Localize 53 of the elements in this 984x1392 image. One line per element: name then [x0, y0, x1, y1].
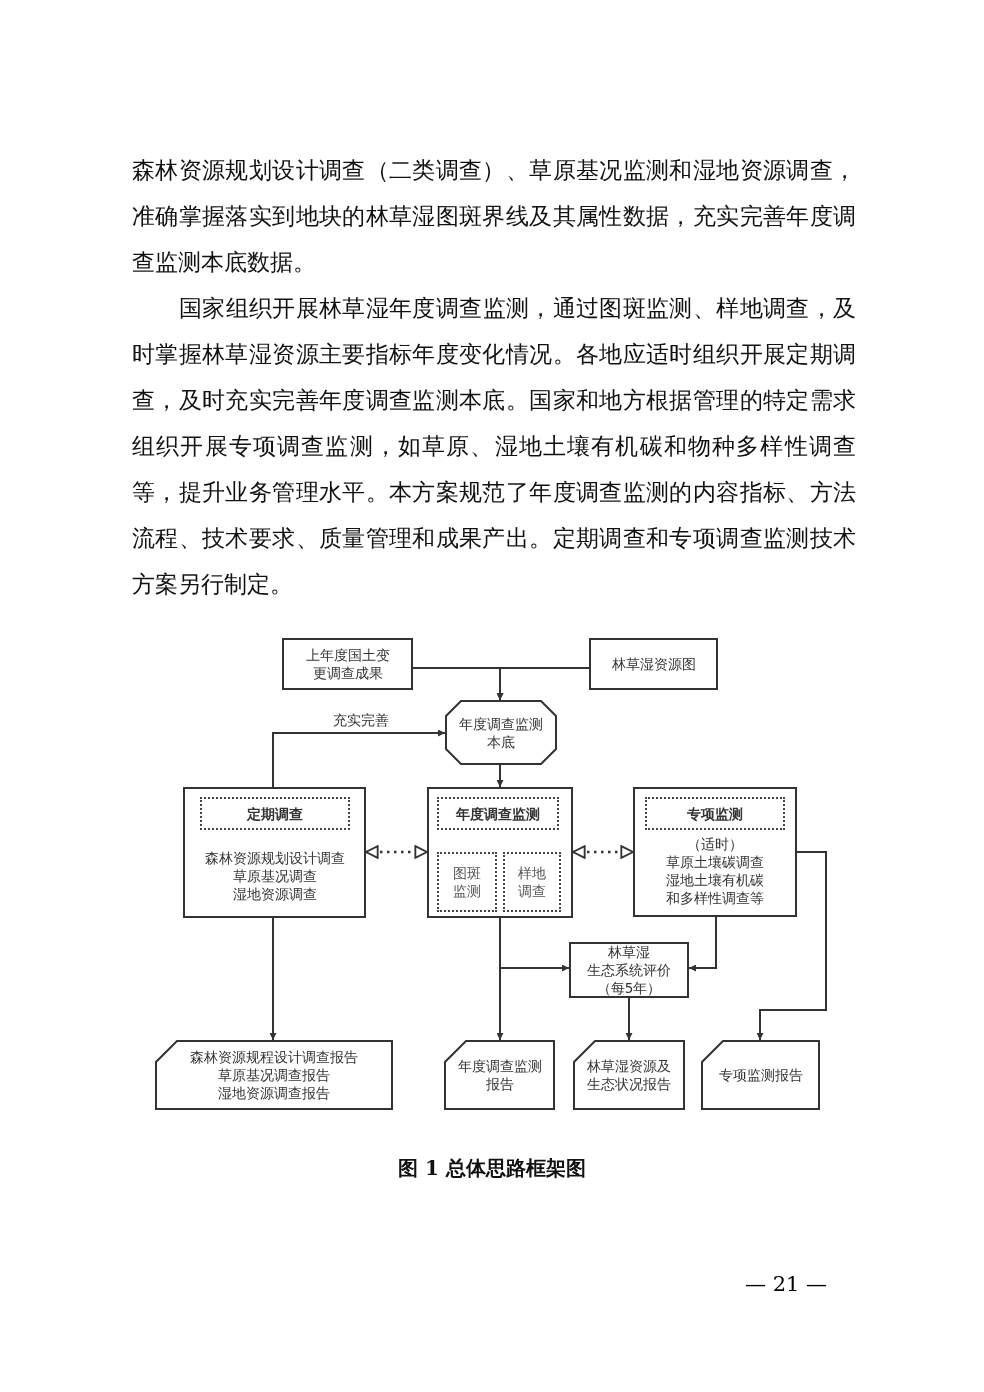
report-shape [573, 1040, 685, 1110]
node-label: （适时） [687, 835, 743, 853]
double-arrow [365, 845, 428, 859]
section-heading [437, 797, 559, 830]
report-shape [701, 1040, 820, 1110]
arrow [496, 917, 504, 1041]
report-shape [444, 1040, 555, 1110]
process-box [282, 638, 413, 690]
node-label: （每5年） [596, 979, 662, 997]
node-label: 上年度国土变更调查成果 [304, 646, 391, 682]
node-label: 森林资源规划设计调查 [204, 849, 345, 867]
sub-box [437, 852, 497, 912]
arrow [272, 729, 446, 788]
sub-box [503, 852, 561, 912]
node-label: 专项监测 [687, 804, 743, 823]
arrow [269, 917, 277, 1041]
node-label: 湿地资源调查 [232, 885, 317, 903]
octagon-node [445, 700, 557, 765]
process-box [569, 942, 689, 998]
arrow [756, 851, 827, 1041]
page-number: — 21 — [745, 1272, 828, 1296]
node-label: 林草湿资源图 [611, 655, 696, 673]
node-label: 林草湿生态系统评价 [587, 943, 671, 979]
node-label: 湿地资源调查报告 [218, 1084, 330, 1102]
section-heading [200, 797, 350, 830]
group-box [183, 787, 366, 918]
process-box [589, 638, 718, 690]
arrow [688, 916, 717, 972]
node-label: 图斑监测 [452, 864, 482, 900]
node-label: 定期调查 [247, 804, 303, 823]
section-heading [645, 797, 785, 830]
edge-label: 充实完善 [331, 712, 391, 730]
arrow [496, 764, 504, 788]
node-label: 年度调查监测本底 [458, 714, 544, 751]
node-label: 湿地土壤有机碳和多样性调查等 [666, 871, 764, 907]
node-label: 林草湿资源及生态状况报告 [586, 1057, 672, 1093]
node-label: 年度调查监测 [456, 804, 540, 823]
arrow [625, 997, 633, 1041]
figure-caption: 图 1 总体思路框架图 [397, 1155, 587, 1182]
node-label: 草原基况调查报告 [218, 1066, 330, 1084]
node-label: 森林资源规程设计调查报告 [190, 1048, 358, 1066]
node-label: 草原基况调查 [232, 867, 317, 885]
double-arrow [572, 845, 634, 859]
arrow [496, 667, 590, 701]
group-box [633, 787, 797, 917]
node-label: 专项监测报告 [717, 1066, 804, 1084]
group-box [427, 787, 573, 918]
report-shape [155, 1040, 393, 1110]
node-label: 年度调查监测报告 [457, 1057, 542, 1093]
body-paragraph: 森林资源规划设计调查（二类调查）、草原基况监测和湿地资源调查，准确掌握落实到地块的林草湿图斑界线及其属性数据，充实完善年度调查监测本底数据。 [132, 155, 856, 278]
node-label: 样地调查 [517, 864, 547, 900]
node-label: 草原土壤碳调查 [666, 853, 764, 871]
body-paragraph: 国家组织开展林草湿年度调查监测，通过图斑监测、样地调查，及时掌握林草湿资源主要指标年度变化情况。各地应适时组织开展定期调查，及时充实完善年度调查监测本底。国家和地方根据管理的特定需求组织开展专项调查监测，如草原、湿地土壤有机碳和物种多样性调查等，提升业务管理水平。本方案规范了年度调查监测的内容指标、方法流程、技术要求、质量管理和成果产出。定期调查和专项调查监测技术方案另行制定。 [132, 293, 856, 600]
